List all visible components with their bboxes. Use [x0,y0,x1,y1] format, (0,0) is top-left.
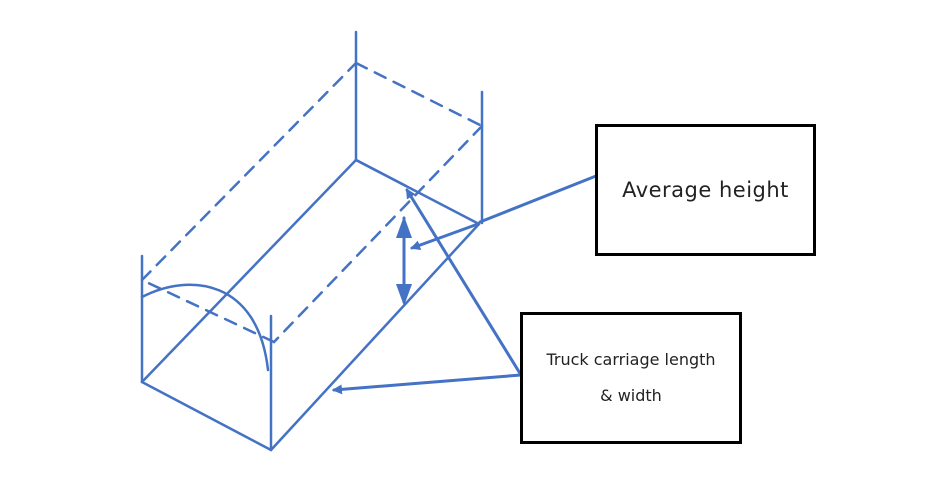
height-arrow-down [396,284,412,306]
length-width-label-box: Truck carriage length & width [520,312,742,444]
average-height-label: Average height [622,178,789,202]
height-arrow-up [396,216,412,238]
height-callout-arrow [410,222,480,250]
length-callout-arrow [332,373,523,395]
carriage-top-dashed-outline [140,61,484,344]
height-callout-line [478,174,598,224]
triangle-callout-left [405,188,523,377]
length-width-label-line1: Truck carriage length [546,350,716,369]
length-width-label-line2: & width [600,386,662,405]
average-height-label-box: Average height [595,124,816,256]
cargo-prism-outline [140,158,481,452]
cargo-front-curve [140,283,270,372]
